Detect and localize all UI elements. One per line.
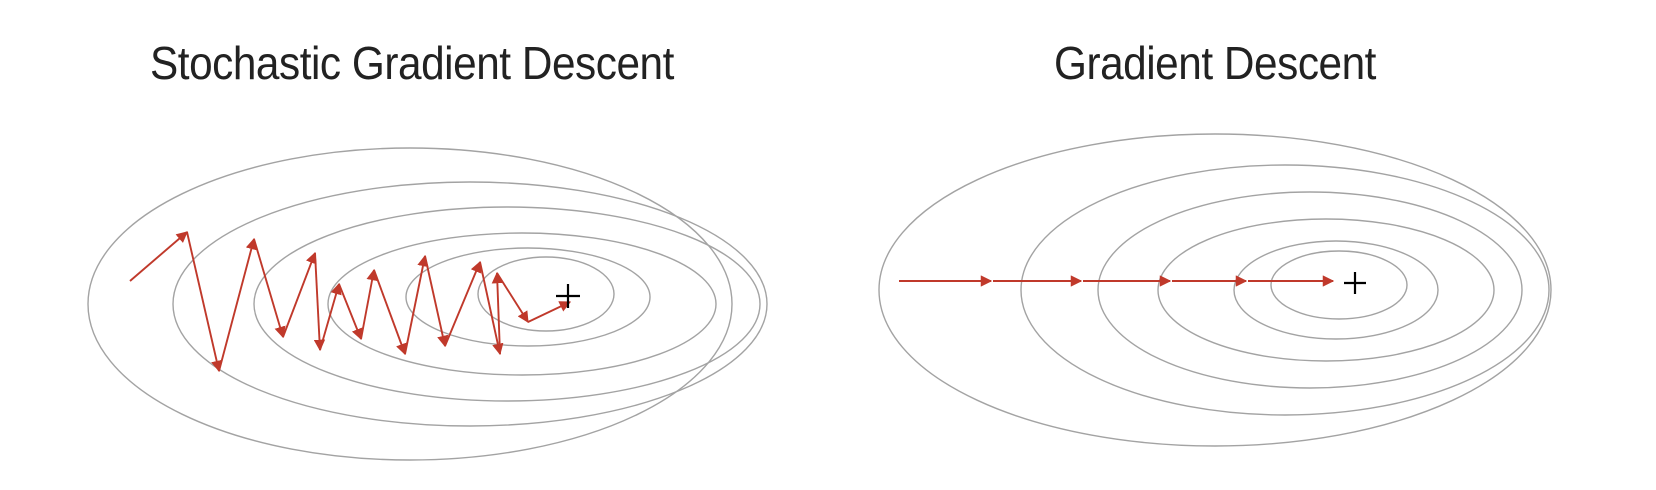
gd-contour-3 [1097,191,1523,389]
sgd-step-14 [479,261,504,356]
gd-contour-4 [1157,218,1495,362]
sgd-step-6 [313,252,326,352]
sgd-step-4 [253,238,286,339]
sgd-contour-1 [87,147,733,461]
sgd-step-7 [319,282,342,351]
sgd-step-5 [282,251,317,338]
sgd-step-8 [338,283,363,341]
sgd-step-1 [129,231,188,282]
sgd-panel [87,147,768,461]
sgd-contour-3 [253,206,761,402]
sgd-contour-4 [327,232,717,376]
gd-contours [878,133,1552,447]
gd-contour-6 [1270,250,1408,320]
sgd-step-10 [373,269,407,356]
sgd-step-2 [186,231,223,373]
sgd-panel-title: Stochastic Gradient Descent [150,37,674,89]
sgd-step-15 [491,271,504,355]
sgd-step-12 [424,255,449,348]
gd-panel [878,133,1552,447]
sgd-contour-2 [172,181,768,427]
gd-contour-5 [1233,240,1439,340]
sgd-step-9 [360,268,378,340]
gd-contour-2 [1020,164,1550,416]
sgd-step-3 [218,237,257,372]
sgd-contours [87,147,768,461]
sgd-contour-5 [405,247,651,347]
gd-panel-title: Gradient Descent [1054,37,1376,89]
gd-optimum-plus-icon [1344,272,1366,294]
sgd-step-13 [444,260,482,347]
sgd-step-11 [404,254,429,355]
sgd-step-16 [496,272,529,323]
gd-contour-1 [878,133,1552,447]
sgd-steps [129,231,572,373]
sgd-step-17 [527,301,572,323]
sgd-optimum-plus-icon [556,284,580,308]
sgd-contour-6 [477,256,615,332]
